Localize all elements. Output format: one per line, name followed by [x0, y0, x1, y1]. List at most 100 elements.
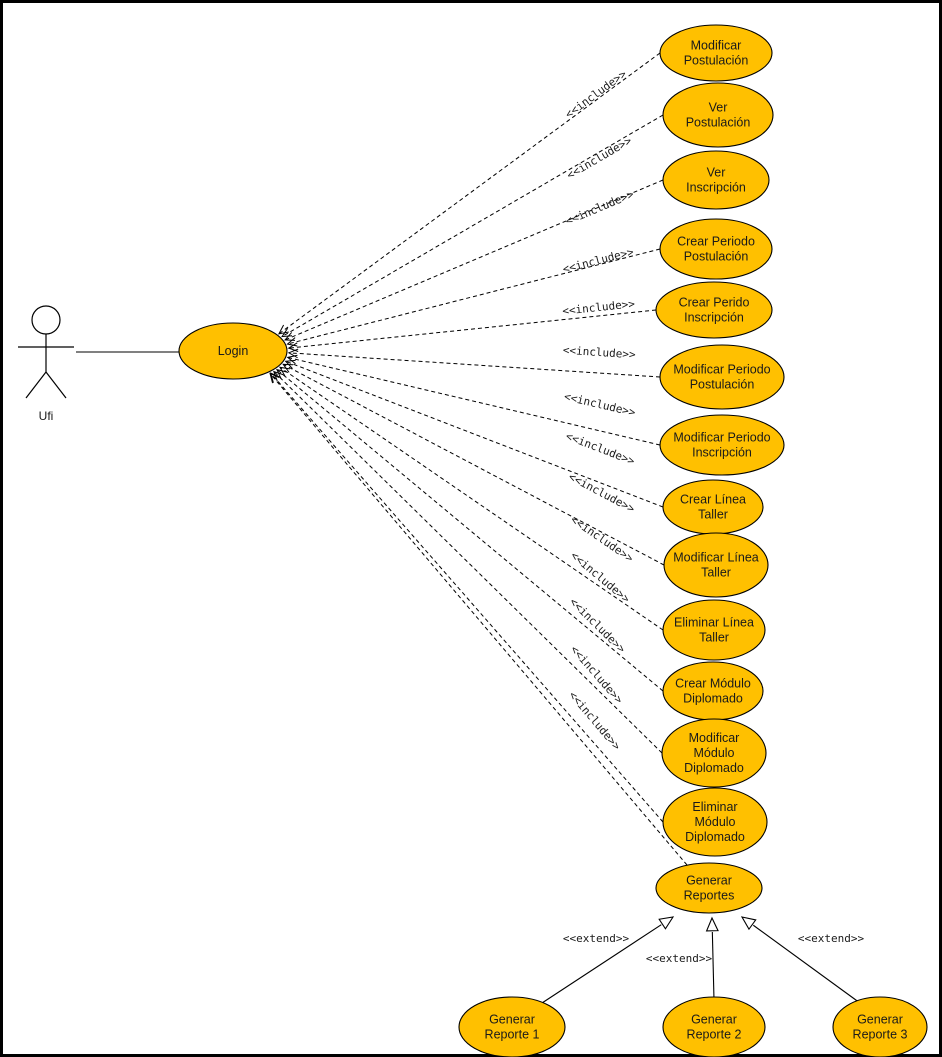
use-case-ver-inscripcion-shape: [662, 150, 770, 210]
include-edge: [287, 356, 661, 446]
use-case-crear-modulo-diplomado-label: Diplomado: [683, 692, 743, 706]
use-case-crear-perido-inscripcion-label: Inscripción: [684, 311, 744, 325]
include-edge: [279, 366, 664, 631]
include-edge: [288, 352, 661, 378]
use-case-generar-reporte-1-label: Generar: [489, 1013, 535, 1027]
use-case-ver-postulacion-label: Postulación: [686, 116, 751, 130]
include-arrowhead: [273, 370, 284, 382]
include-arrowhead: [286, 337, 298, 347]
use-case-modificar-periodo-postulacion-shape: [659, 344, 785, 410]
use-case-crear-linea-taller-label: Taller: [698, 508, 728, 522]
extend-edge: [752, 924, 861, 1004]
include-edge: [278, 52, 661, 335]
use-case-generar-reporte-3-shape: [832, 996, 928, 1057]
use-case-generar-reporte-2-label: Generar: [691, 1013, 737, 1027]
include-edge: [284, 179, 664, 341]
include-arrowhead: [286, 354, 298, 365]
include-edge: [281, 114, 664, 337]
use-case-generar-reportes-label: Generar: [686, 874, 732, 888]
actor-ufi[interactable]: Ufi: [18, 305, 74, 423]
use-case-eliminar-linea-taller-shape: [662, 599, 766, 661]
actor-head: [31, 305, 61, 335]
include-label: <<include>>: [564, 430, 637, 468]
use-case-crear-modulo-diplomado-label: Crear Módulo: [675, 677, 751, 691]
include-label: <<include>>: [562, 344, 636, 362]
use-case-crear-periodo-postulacion-label: Postulación: [684, 250, 749, 264]
include-arrowhead: [276, 368, 287, 379]
use-case-eliminar-modulo-diplomado-shape: [662, 787, 768, 857]
use-case-modificar-postulacion-shape: [659, 24, 773, 82]
use-case-modificar-postulacion-label: Postulación: [684, 54, 749, 68]
use-case-modificar-modulo-diplomado-label: Diplomado: [684, 761, 744, 775]
extend-edge: [541, 924, 662, 1004]
use-case-ver-inscripcion-label: Ver: [707, 166, 726, 180]
use-case-modificar-modulo-diplomado-shape: [661, 718, 767, 788]
use-case-modificar-linea-taller-shape: [663, 532, 769, 598]
use-case-generar-reporte-3-label: Reporte 3: [853, 1028, 908, 1042]
use-case-generar-reportes-label: Reportes: [684, 889, 735, 903]
use-case-modificar-linea-taller-label: Modificar Línea: [673, 551, 759, 565]
use-case-crear-perido-inscripcion-label: Crear Perido: [679, 296, 750, 310]
use-case-ver-inscripcion-label: Inscripción: [686, 181, 746, 195]
use-case-login-shape: [178, 322, 288, 380]
use-case-eliminar-modulo-diplomado-label: Diplomado: [685, 830, 745, 844]
use-case-generar-reporte-1-label: Reporte 1: [485, 1028, 540, 1042]
include-edge: [270, 372, 664, 823]
extend-label: <<extend>>: [646, 952, 713, 965]
include-arrowhead: [270, 372, 281, 383]
use-case-crear-periodo-postulacion-label: Crear Periodo: [677, 235, 755, 249]
include-edge: [269, 373, 688, 866]
extend-label: <<extend>>: [563, 932, 630, 945]
include-label: <<include>>: [564, 134, 634, 182]
use-case-crear-perido-inscripcion-shape: [655, 281, 773, 339]
include-edge: [285, 360, 664, 508]
extend-arrowhead: [740, 916, 757, 931]
use-case-login[interactable]: Login: [178, 322, 288, 380]
extend-arrowhead: [658, 916, 675, 930]
use-case-generar-reporte-3-label: Generar: [857, 1013, 903, 1027]
use-case-generar-reportes-shape: [655, 862, 763, 914]
use-case-modificar-periodo-inscripcion-shape: [659, 414, 785, 476]
use-case-eliminar-linea-taller-label: Taller: [699, 631, 729, 645]
extend-arrowhead: [705, 916, 719, 932]
include-label: <<include>>: [564, 187, 637, 227]
use-case-modificar-periodo-inscripcion-label: Modificar Periodo: [673, 431, 770, 445]
extend-edge: [711, 931, 715, 1001]
use-case-modificar-modulo-diplomado-label: Módulo: [694, 746, 735, 760]
actor-label: Ufi: [39, 409, 54, 423]
include-edge: [288, 309, 657, 349]
extend-label: <<extend>>: [798, 932, 865, 945]
include-arrowhead: [279, 366, 290, 377]
use-case-modificar-periodo-postulacion-label: Postulación: [690, 378, 755, 392]
use-case-modificar-linea-taller-label: Taller: [701, 566, 731, 580]
use-case-modificar-modulo-diplomado-label: Modificar: [689, 731, 740, 745]
use-case-generar-reporte-2-shape: [662, 996, 766, 1057]
use-case-generar-reporte-2-label: Reporte 2: [687, 1028, 742, 1042]
include-label: <<include>>: [563, 67, 630, 121]
actor-right-leg: [45, 371, 67, 399]
use-case-ver-postulacion-shape: [662, 82, 774, 148]
use-case-modificar-periodo-inscripcion-label: Inscripción: [692, 446, 752, 460]
include-label: <<include>>: [562, 297, 636, 317]
include-arrowhead: [284, 359, 296, 369]
include-arrowhead: [282, 363, 294, 373]
use-case-eliminar-modulo-diplomado-label: Módulo: [695, 815, 736, 829]
